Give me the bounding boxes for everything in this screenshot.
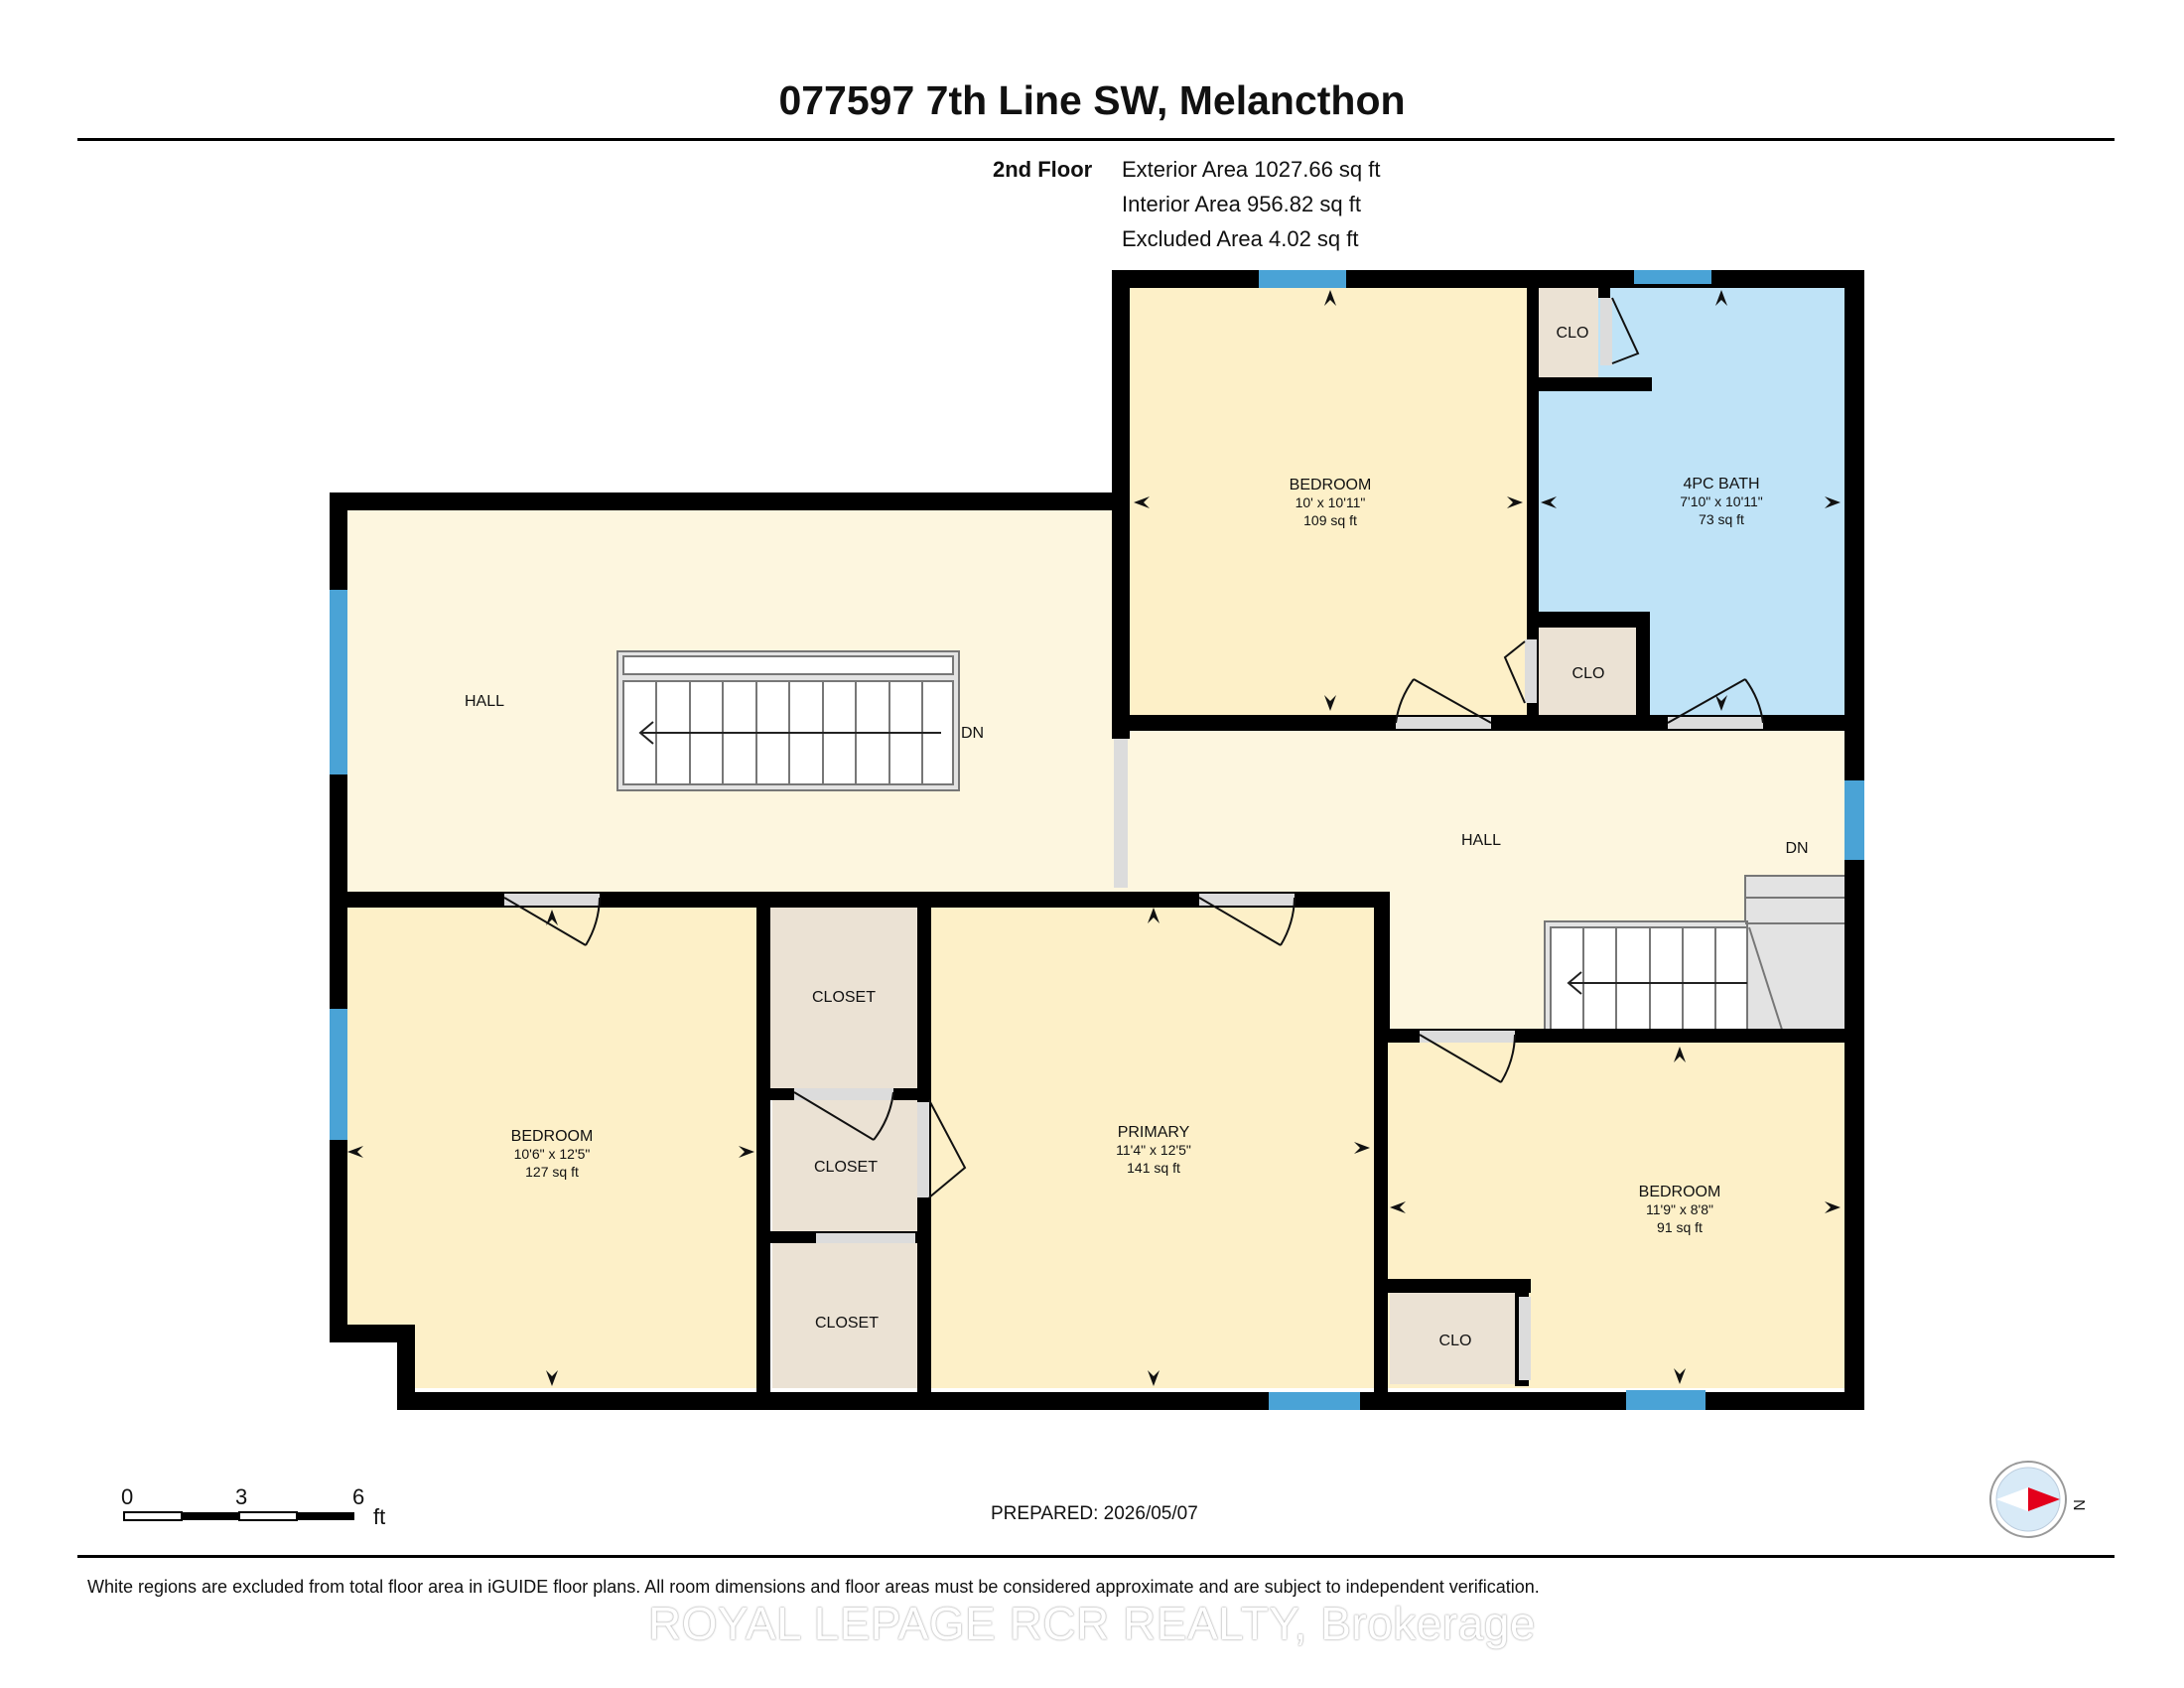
scale-tick-3: 3 — [235, 1484, 248, 1509]
primary-area: 141 sq ft — [1127, 1160, 1180, 1176]
stairs-left — [616, 650, 960, 791]
closet-3-fill — [772, 1243, 919, 1388]
bedroom-top-fill — [1130, 286, 1527, 715]
hall-right-label: HALL — [1461, 832, 1501, 849]
bath-area: 73 sq ft — [1699, 511, 1744, 527]
title-divider — [77, 138, 2115, 141]
prepared-date: PREPARED: 2026/05/07 — [991, 1503, 1198, 1524]
bedroom-clo-label: CLO — [1439, 1333, 1472, 1349]
hall-left-label: HALL — [465, 693, 504, 710]
bedroom-clo-fill — [1390, 1293, 1515, 1384]
scale-bar — [123, 1511, 354, 1521]
closet-1-fill — [768, 906, 917, 1088]
bath-clo-label: CLO — [1557, 325, 1589, 342]
compass-north-label: N — [2070, 1499, 2087, 1511]
bedroom-right-area: 91 sq ft — [1657, 1219, 1703, 1235]
closet-2-fill — [772, 1098, 917, 1231]
brokerage-watermark: ROYAL LEPAGE RCR REALTY, Brokerage — [648, 1598, 1536, 1649]
windows — [330, 270, 1864, 1410]
primary-fill — [929, 904, 1374, 1388]
hall-clo-fill — [1537, 628, 1636, 715]
primary-dims: 11'4" x 12'5" — [1116, 1142, 1191, 1158]
exterior-area: Exterior Area 1027.66 sq ft — [1122, 157, 1381, 182]
excluded-area: Excluded Area 4.02 sq ft — [1122, 226, 1359, 251]
bath-clo-fill — [1537, 286, 1598, 377]
bedroom-left-area: 127 sq ft — [525, 1164, 579, 1180]
bedroom-top-name: BEDROOM — [1290, 477, 1372, 493]
bedroom-right-dims: 11'9" x 8'8" — [1646, 1201, 1713, 1217]
page-title: 077597 7th Line SW, Melancthon — [778, 77, 1406, 123]
closet-2-label: CLOSET — [814, 1159, 878, 1176]
door-swings — [503, 297, 1764, 1198]
primary-name: PRIMARY — [1118, 1124, 1190, 1141]
stairs-left-dn: DN — [961, 725, 984, 742]
interior-area: Interior Area 956.82 sq ft — [1122, 192, 1361, 216]
stairs-right — [1544, 875, 1849, 1034]
dimension-markers — [347, 290, 1841, 1386]
bedroom-left-name: BEDROOM — [511, 1128, 594, 1145]
floor-label: 2nd Floor — [993, 157, 1093, 182]
disclaimer-text: White regions are excluded from total fl… — [87, 1577, 1540, 1597]
scale-tick-0: 0 — [121, 1484, 134, 1509]
bedroom-left-fill — [343, 906, 756, 1388]
bedroom-left-dims: 10'6" x 12'5" — [514, 1146, 591, 1162]
bath-name: 4PC BATH — [1683, 476, 1759, 492]
compass-icon: N — [1989, 1461, 2087, 1538]
stairs-right-dn: DN — [1785, 840, 1808, 857]
hall-clo-label: CLO — [1572, 665, 1605, 682]
bedroom-right-name: BEDROOM — [1639, 1184, 1721, 1200]
bedroom-top-dims: 10' x 10'11" — [1296, 494, 1366, 510]
scale-tick-6: 6 — [352, 1484, 365, 1509]
bedroom-top-area: 109 sq ft — [1303, 512, 1357, 528]
scale-unit: ft — [373, 1504, 386, 1529]
door-openings — [504, 298, 1763, 1380]
closet-3-label: CLOSET — [815, 1315, 879, 1332]
footer-divider — [77, 1555, 2115, 1558]
closet-1-label: CLOSET — [812, 989, 876, 1006]
bath-dims: 7'10" x 10'11" — [1680, 493, 1763, 509]
